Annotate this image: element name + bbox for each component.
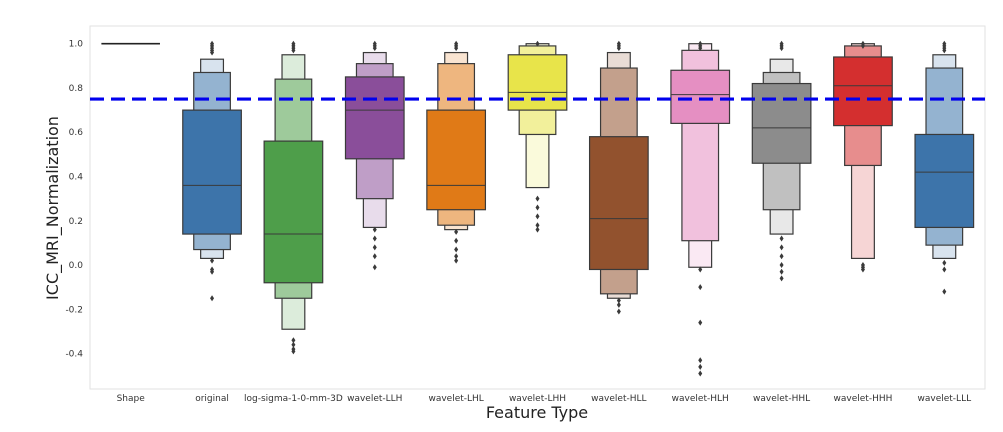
y-axis-title: ICC_MRI_Normalization (43, 116, 63, 300)
boxen-series (101, 40, 975, 377)
y-tick-label: 0.2 (69, 217, 83, 227)
boxen-box (751, 82, 812, 164)
boxen-wavelet-LLL (914, 40, 975, 295)
outlier-point (779, 253, 784, 260)
outlier-point (779, 262, 784, 269)
x-tick-label: wavelet-HLH (672, 394, 729, 404)
outlier-point (860, 266, 865, 273)
outlier-point (942, 47, 947, 54)
boxen-original (182, 40, 242, 302)
outlier-point (454, 257, 459, 264)
outlier-point (454, 253, 459, 260)
boxen-box (344, 76, 405, 160)
boxen-wavelet-HHH (833, 40, 893, 273)
outlier-point (698, 266, 703, 273)
outlier-point (698, 370, 703, 377)
x-tick-label: wavelet-LHH (509, 394, 566, 404)
outlier-point (779, 45, 784, 52)
outlier-point (779, 244, 784, 251)
outlier-point (698, 357, 703, 364)
x-tick-label: wavelet-HLL (591, 394, 646, 404)
y-tick-label: 0.8 (69, 84, 84, 94)
y-tick-label: 0.6 (69, 128, 84, 138)
boxen-box (833, 56, 893, 127)
boxen-box (507, 54, 568, 111)
boxen-wavelet-HHL (751, 40, 812, 282)
outlier-point (616, 308, 621, 315)
x-tick-label: log-sigma-1-0-mm-3D (244, 394, 343, 404)
outlier-point (291, 337, 296, 344)
outlier-point (942, 288, 947, 295)
outlier-point (860, 42, 865, 49)
outlier-point (454, 237, 459, 244)
outlier-point (372, 244, 377, 251)
outlier-point (291, 348, 296, 355)
outlier-point (535, 204, 540, 211)
x-tick-label: wavelet-LLH (347, 394, 402, 404)
x-tick-label: wavelet-HHL (753, 394, 810, 404)
outlier-point (535, 226, 540, 233)
boxen-box (670, 69, 731, 124)
boxen-box (263, 140, 324, 284)
boxen-box (182, 109, 242, 235)
outlier-point (372, 226, 377, 233)
outlier-point (616, 297, 621, 304)
plot-frame (89, 25, 986, 390)
outlier-point (779, 275, 784, 282)
x-tick-label: wavelet-HHH (834, 394, 893, 404)
outlier-point (698, 284, 703, 291)
boxen-wavelet-LLH (344, 40, 405, 271)
outlier-point (372, 235, 377, 242)
outlier-point (372, 264, 377, 271)
x-tick-label: Shape (117, 394, 146, 404)
outlier-point (291, 47, 296, 54)
outlier-point (698, 319, 703, 326)
y-tick-label: 0.4 (69, 173, 84, 183)
outlier-point (779, 235, 784, 242)
boxen-box (914, 133, 975, 229)
x-axis: Shape original log-sigma-1-0-mm-3D wavelet-… (117, 394, 972, 404)
outlier-point (372, 45, 377, 52)
x-tick-label: wavelet-LHL (428, 394, 483, 404)
outlier-point (535, 213, 540, 220)
y-tick-label: 1.0 (69, 40, 84, 50)
outlier-point (454, 246, 459, 253)
outlier-point (698, 363, 703, 370)
boxen-box (426, 109, 487, 211)
y-tick-label: -0.2 (65, 305, 83, 315)
outlier-point (535, 222, 540, 229)
outlier-point (942, 259, 947, 266)
outlier-point (210, 49, 215, 56)
y-tick-label: -0.4 (65, 350, 83, 360)
outlier-point (942, 266, 947, 273)
outlier-point (616, 45, 621, 52)
boxen-wavelet-LHL (426, 40, 487, 264)
boxen-wavelet-HLL (588, 40, 649, 315)
outlier-point (210, 295, 215, 302)
outlier-point (454, 45, 459, 52)
x-tick-label: wavelet-LLL (918, 394, 972, 404)
outlier-point (372, 253, 377, 260)
outlier-point (210, 257, 215, 264)
outlier-point (535, 40, 540, 47)
x-axis-title: Feature Type (486, 403, 588, 422)
x-tick-label: original (195, 394, 229, 404)
y-tick-label: 0.0 (69, 261, 84, 271)
outlier-point (291, 341, 296, 348)
outlier-point (535, 195, 540, 202)
boxen-log-sigma-1-0-mm-3D (263, 40, 324, 355)
outlier-point (616, 301, 621, 308)
boxen-box (588, 136, 649, 271)
outlier-point (779, 268, 784, 275)
outlier-point (698, 45, 703, 52)
outlier-point (454, 228, 459, 235)
boxen-wavelet-HLH (670, 40, 731, 377)
outlier-point (210, 268, 215, 275)
boxen-wavelet-LHH (507, 40, 568, 233)
y-axis: 1.0 0.8 0.6 0.4 0.2 0.0 -0.2 -0.4 (65, 40, 83, 360)
